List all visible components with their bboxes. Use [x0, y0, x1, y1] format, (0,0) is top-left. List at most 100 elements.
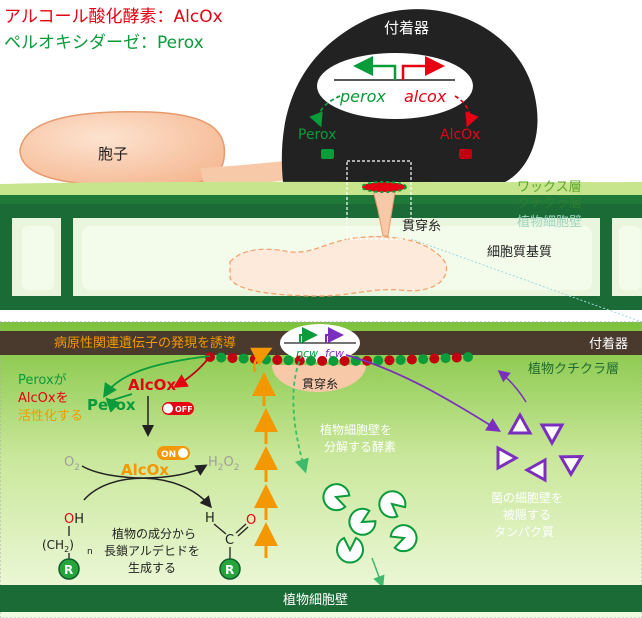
wax-layer [0, 181, 642, 196]
fungal-label-1: 菌の細胞壁を [491, 490, 563, 505]
r-left-label: R [64, 563, 73, 577]
aldehyde-h: H [205, 511, 215, 526]
off-label: OFF [175, 405, 193, 414]
fungal-protein-icon [523, 457, 547, 483]
matrix-label: 細胞質基質 [487, 245, 552, 260]
perox-secretion-arrow [103, 355, 211, 399]
protein-bead [339, 355, 350, 366]
protein-bead [261, 354, 272, 365]
gene-perox-label: perox [339, 87, 386, 106]
enzyme-icon [378, 490, 407, 519]
protein-perox-label: Perox [298, 127, 336, 143]
spore-label: 胞子 [98, 145, 128, 163]
bottom-cell-wall-label: 植物細胞壁 [283, 593, 348, 608]
protein-bead [305, 355, 316, 366]
alcox-secretion-arrow [172, 355, 211, 388]
enzyme-label-1: 植物細胞壁を [320, 422, 392, 437]
zoom-box [346, 160, 412, 240]
alcohol-to-aldehyde-arrow [83, 477, 212, 509]
protein-alcox-label: AlcOx [440, 127, 480, 143]
protein-bead [317, 355, 328, 366]
r-right-label: R [225, 563, 234, 577]
activation-line-2: AlcOxを [18, 391, 69, 406]
r-group-right [219, 558, 241, 580]
fungal-protein-icon [539, 423, 565, 447]
perox-bottom-label: Perox [87, 396, 136, 414]
gene-fcw-label: fcw [325, 347, 344, 360]
protein-bead [406, 354, 417, 365]
cuticle-layer [0, 195, 642, 204]
fungal-label-3: タンパク質 [494, 524, 554, 539]
perox-promoter-arrow [353, 56, 397, 80]
enzyme-to-wall-arrow [371, 557, 385, 588]
pcw-expression-arrow [292, 354, 309, 474]
oh-label: OH [64, 512, 84, 527]
protein-bead [440, 353, 451, 364]
fungal-protein-icon [507, 411, 533, 435]
enzyme-icon [348, 507, 377, 536]
alcox-protein-dot [459, 149, 472, 159]
legend-alcox: アルコール酸化酵素：AlcOx [4, 7, 223, 27]
protein-bead [463, 352, 473, 362]
plant-cuticle-label: 植物クチクラ層 [528, 362, 619, 377]
germ-tube [200, 160, 305, 188]
alcox-top-label: AlcOx [128, 376, 176, 394]
perox-protein-dot [321, 149, 334, 159]
fungal-wall-proteins [496, 411, 585, 483]
protein-bead [227, 353, 238, 364]
aldehyde-desc-2: 長鎖アルデヒドを [104, 543, 200, 558]
bottom-peg-bulb [272, 365, 366, 392]
cell-wall-degrading-enzymes [322, 483, 418, 564]
signal-arrows [252, 372, 278, 558]
activation-line-1: Peroxが [18, 373, 67, 388]
alcox-promoter-arrow [401, 56, 445, 80]
o2-label: O2 [64, 455, 80, 473]
fcw-promoter-arrow [325, 327, 344, 343]
peg-label: 貫穿糸 [402, 218, 441, 234]
top-panel: アルコール酸化酵素：AlcOx ペルオキシダーゼ：Perox 胞子 付着器 pe… [0, 7, 642, 323]
protein-bead [216, 352, 227, 363]
on-label: ON [161, 450, 176, 460]
induction-label: 病原性関連遺伝子の発現を誘導 [54, 336, 236, 351]
protein-bead [238, 353, 249, 364]
aldehyde-desc-1: 植物の成分から [112, 526, 196, 541]
protein-bead [384, 355, 395, 366]
peg-ring [362, 182, 406, 192]
invasive-hypha [229, 235, 448, 297]
ch2-label: (CH2) [42, 538, 74, 554]
enzyme-label-2: 分解する酵素 [324, 440, 396, 454]
protein-bead [395, 354, 406, 365]
aldehyde-c: C [225, 533, 234, 548]
perox-expression-arrow [309, 95, 341, 128]
bottom-peg-label: 貫穿糸 [302, 376, 338, 391]
fungal-protein-icon [558, 454, 585, 478]
induction-arrow [250, 347, 273, 373]
appressorium-label: 付着器 [384, 19, 429, 37]
protein-bead [373, 355, 384, 366]
protein-bead [418, 354, 429, 365]
protein-bead [272, 354, 283, 365]
nucleus [317, 53, 473, 119]
cell-wall-label: 植物細胞壁 [517, 215, 582, 230]
aldehyde-desc-3: 生成する [128, 561, 176, 575]
enzyme-icon [389, 524, 418, 553]
bottom-cell-wall [0, 585, 642, 612]
enzyme-icon [322, 483, 351, 512]
gene-alcox-label: alcox [404, 87, 447, 106]
wax-label: ワックス層 [517, 180, 582, 195]
bottom-panel: 付着器 病原性関連遺伝子の発現を誘導 pcw fcw 植物クチクラ層 貫穿糸 P… [0, 321, 642, 618]
activation-line-3: 活性化する [18, 409, 83, 424]
alcox-expression-arrow [454, 95, 479, 128]
protein-bead [283, 355, 294, 366]
bottom-appressorium-label: 付着器 [589, 336, 628, 352]
zoom-line [410, 238, 642, 323]
cuticle-label: クチクラ層 [517, 196, 582, 211]
n-label: n [87, 547, 93, 557]
protein-bead [294, 355, 305, 366]
purple-back-arrow [497, 370, 527, 403]
protein-bead [451, 352, 462, 363]
enzyme-icon [336, 536, 364, 564]
perox-activates-arrow [105, 393, 133, 413]
fungal-protein-icon [496, 445, 520, 471]
protein-bead [328, 355, 339, 366]
